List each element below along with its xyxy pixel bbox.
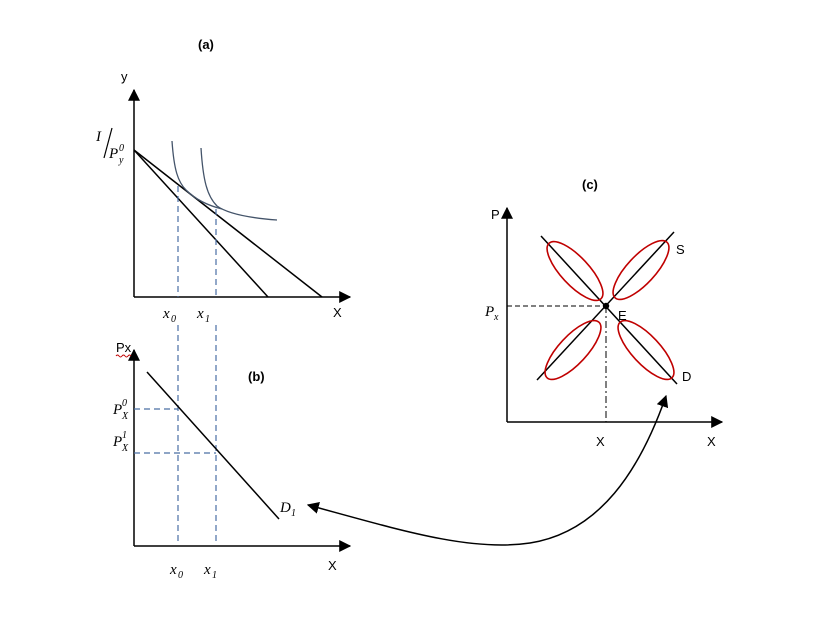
intercept-den-sub: y <box>118 155 124 166</box>
panel-a-x-label: X <box>333 305 342 320</box>
panel-a-x1: x <box>196 306 204 322</box>
ellipse-lower-left <box>544 319 602 381</box>
curve-label-d1: D <box>279 500 291 516</box>
panel-b-x-label: X <box>328 558 337 573</box>
panel-c-x-label: X <box>707 434 716 449</box>
supply-label: S <box>676 242 685 257</box>
demand-label: D <box>682 369 691 384</box>
panel-b-title: (b) <box>248 369 265 384</box>
panel-a-y-label: y <box>121 69 128 84</box>
panel-a-title: (a) <box>198 37 214 52</box>
price-p1-sup: 1 <box>122 430 127 441</box>
indifference-curve-0 <box>171 140 223 210</box>
demand-curve-d1 <box>146 371 280 520</box>
price-p0-sub: X <box>121 411 129 422</box>
panel-b-x0: x <box>169 562 177 578</box>
eq-price: P <box>484 304 494 320</box>
intercept-denominator: P <box>108 146 118 162</box>
panel-a-x1-sub: 1 <box>205 314 210 325</box>
eq-price-sub: x <box>493 312 499 323</box>
price-p0: P <box>112 402 122 418</box>
panel-b: (b) Px X P X 0 P X 1 D 1 x 0 x 1 <box>112 340 352 581</box>
budget-line-1 <box>133 149 323 298</box>
panel-b-x0-sub: 0 <box>178 570 183 581</box>
equilibrium-point <box>602 302 610 310</box>
budget-line-0 <box>133 149 269 298</box>
panel-b-x1-sub: 1 <box>212 570 217 581</box>
price-p0-sup: 0 <box>122 398 127 409</box>
panel-a-x0: x <box>162 306 170 322</box>
spellcheck-underline <box>115 354 132 358</box>
indifference-curve-1 <box>200 147 278 221</box>
panel-c: (c) P X P x X E S D <box>484 177 724 449</box>
panel-a: (a) y X I P y 0 x 0 x 1 <box>95 37 352 325</box>
panel-a-x0-sub: 0 <box>171 314 176 325</box>
panel-b-y-label: Px <box>116 340 132 355</box>
demand-line <box>540 235 678 385</box>
ellipse-lower-right <box>617 319 675 381</box>
price-p1-sub: X <box>121 443 129 454</box>
panel-b-x1: x <box>203 562 211 578</box>
link-arrow <box>306 394 669 546</box>
intercept-slash <box>103 127 113 159</box>
panel-c-title: (c) <box>582 177 598 192</box>
intercept-den-sup: 0 <box>119 143 124 154</box>
price-p1: P <box>112 434 122 450</box>
equilibrium-label: E <box>618 308 627 323</box>
intercept-numerator: I <box>95 129 102 145</box>
ellipse-upper-left <box>546 240 604 302</box>
eq-quantity: X <box>596 434 605 449</box>
ellipse-upper-right <box>612 239 670 301</box>
panel-c-y-label: P <box>491 207 500 222</box>
curve-label-d1-sub: 1 <box>291 508 296 519</box>
